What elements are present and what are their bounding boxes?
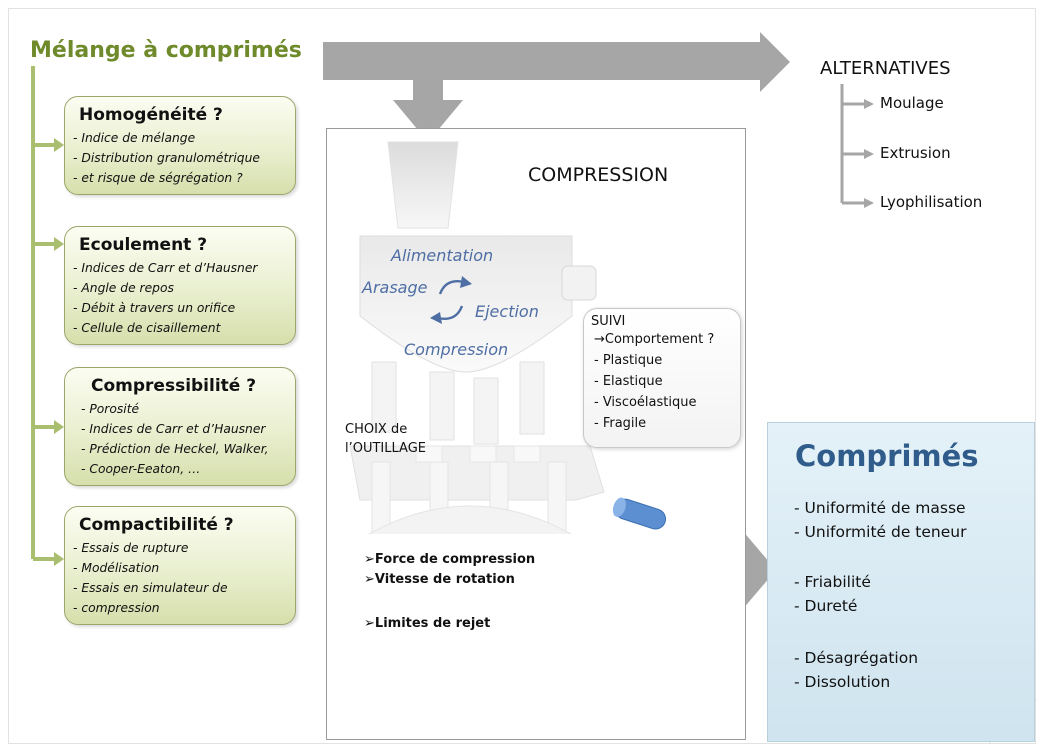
parameter-item: ➢Vitesse de rotation: [364, 572, 515, 587]
compressibility-box: Compressibilité ? Porosité Indices de Ca…: [64, 367, 296, 486]
list-item: Modélisation: [73, 558, 287, 578]
parameter-item: ➢Force de compression: [364, 552, 536, 567]
cycle-compression: Compression: [404, 340, 509, 359]
alternatives-title: ALTERNATIVES: [820, 58, 951, 79]
alternatives-tree: [840, 84, 866, 205]
property-tree: [31, 66, 54, 561]
list-item: et risque de ségrégation ?: [73, 168, 287, 188]
list-item: Cooper-Eeaton, …: [81, 459, 287, 479]
list-item: Distribution granulométrique: [73, 148, 287, 168]
flow-box: Ecoulement ? Indices de Carr et d’Hausne…: [64, 226, 296, 345]
diagram-title: Mélange à comprimés: [30, 38, 302, 63]
list-item: Angle de repos: [73, 278, 287, 298]
alternative-item: Extrusion: [880, 144, 951, 162]
behaviour-item: - Plastique: [594, 353, 663, 368]
result-item: - Dissolution: [794, 673, 891, 691]
cycle-ejection: Ejection: [475, 302, 539, 321]
alternatives-arrow: [323, 32, 790, 92]
list-item: Prédiction de Heckel, Walker,: [81, 439, 287, 459]
list-item: Débit à travers un orifice: [73, 298, 287, 318]
alternative-item: Moulage: [880, 94, 944, 112]
result-item: - Uniformité de masse: [794, 499, 966, 517]
tooling-line: l’OUTILLAGE: [345, 441, 427, 456]
list-item: Indices de Carr et d’Hausner: [73, 258, 287, 278]
process-parameters: ➢Force de compression ➢Vitesse de rotati…: [342, 534, 590, 734]
parameter-item: ➢Limites de rejet: [364, 616, 491, 631]
cycle-alimentation: Alimentation: [391, 246, 494, 265]
list-item: Cellule de cisaillement: [73, 318, 287, 338]
result-item: - Friabilité: [794, 573, 871, 591]
box-heading: Homogénéité ?: [79, 105, 223, 125]
alternative-item: Lyophilisation: [880, 193, 983, 211]
cycle-arasage: Arasage: [362, 278, 428, 297]
behaviour-item: - Fragile: [594, 416, 647, 431]
list-item: Essais de rupture: [73, 538, 287, 558]
tooling-label: CHOIX de l’OUTILLAGE: [345, 420, 426, 458]
homogeneity-box: Homogénéité ? Indice de mélange Distribu…: [64, 96, 296, 195]
result-box: Comprimés - Uniformité de masse - Unifor…: [767, 422, 1035, 742]
behaviour-item: - Viscoélastique: [594, 395, 697, 410]
list-item: Indice de mélange: [73, 128, 287, 148]
behaviour-label: Comportement ?: [604, 332, 715, 347]
result-item: - Dureté: [794, 597, 858, 615]
suivi-title: SUIVI: [591, 314, 626, 329]
box-heading: Compressibilité ?: [91, 376, 257, 396]
tooling-line: CHOIX de: [345, 422, 408, 437]
list-item: Indices de Carr et d’Hausner: [81, 419, 287, 439]
box-heading: Compactibilité ?: [79, 515, 234, 535]
behaviour-question: →Comportement ?: [594, 332, 715, 347]
list-item: Essais en simulateur de: [73, 578, 287, 598]
figure-frame: [8, 8, 1036, 744]
result-title: Comprimés: [795, 439, 979, 473]
result-item: - Uniformité de teneur: [794, 523, 967, 541]
result-item: - Désagrégation: [794, 649, 919, 667]
list-item: compression: [73, 598, 287, 618]
compression-title: COMPRESSION: [528, 164, 669, 186]
compactibility-box: Compactibilité ? Essais de rupture Modél…: [64, 506, 296, 625]
down-arrow: [393, 80, 463, 142]
suivi-box: →Comportement ? - Plastique - Elastique …: [583, 308, 741, 448]
behaviour-item: - Elastique: [594, 374, 663, 389]
box-heading: Ecoulement ?: [79, 235, 208, 255]
list-item: Porosité: [81, 399, 287, 419]
